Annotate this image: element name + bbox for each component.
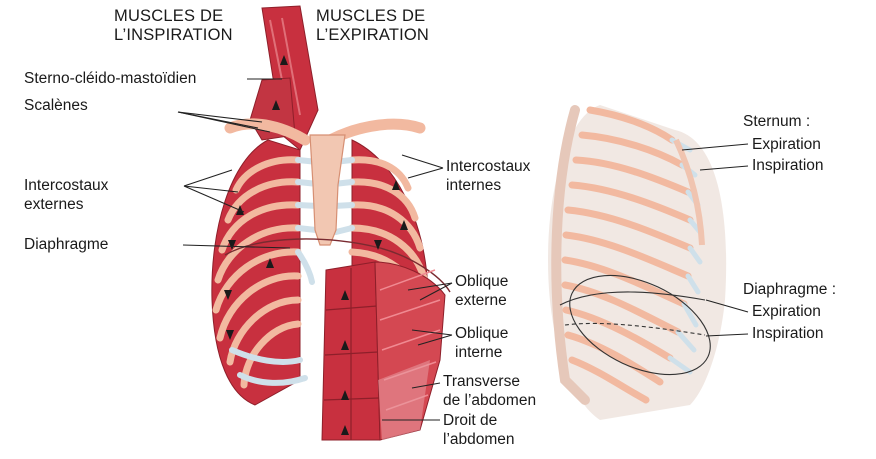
lateral-ribcage	[548, 105, 726, 420]
label-oblique-externe: Oblique externe	[455, 272, 508, 310]
label-diaphragme-title: Diaphragme :	[743, 280, 836, 299]
label-transverse-abdomen-line1: Transverse	[443, 372, 536, 391]
label-diaphragme-inspiration: Inspiration	[752, 324, 824, 343]
label-diaphragme: Diaphragme	[24, 235, 108, 254]
label-sternum-expiration: Expiration	[752, 135, 821, 154]
header-inspiration-line1: MUSCLES DE	[114, 7, 233, 26]
header-inspiration: MUSCLES DE L’INSPIRATION	[114, 7, 233, 45]
label-oblique-interne-line1: Oblique	[455, 324, 508, 343]
label-droit-abdomen: Droit de l’abdomen	[443, 411, 515, 449]
label-sternum-inspiration: Inspiration	[752, 156, 824, 175]
label-oblique-externe-line2: externe	[455, 291, 508, 310]
label-droit-abdomen-line2: l’abdomen	[443, 430, 515, 449]
label-diaphragme-expiration: Expiration	[752, 302, 821, 321]
label-droit-abdomen-line1: Droit de	[443, 411, 515, 430]
label-transverse-abdomen-line2: de l’abdomen	[443, 391, 536, 410]
front-thorax	[212, 6, 450, 440]
header-expiration: MUSCLES DE L’EXPIRATION	[316, 7, 429, 45]
label-transverse-abdomen: Transverse de l’abdomen	[443, 372, 536, 410]
label-intercostaux-externes-line2: externes	[24, 195, 108, 214]
label-oblique-interne-line2: interne	[455, 343, 508, 362]
label-oblique-externe-line1: Oblique	[455, 272, 508, 291]
label-sternum-title: Sternum :	[743, 112, 810, 131]
header-expiration-line1: MUSCLES DE	[316, 7, 429, 26]
label-oblique-interne: Oblique interne	[455, 324, 508, 362]
left-ribcage	[212, 140, 300, 405]
label-intercostaux-externes-line1: Intercostaux	[24, 176, 108, 195]
label-intercostaux-externes: Intercostaux externes	[24, 176, 108, 214]
label-intercostaux-internes-line2: internes	[446, 176, 530, 195]
label-sterno-cleido-mastoidien: Sterno-cléido-mastoïdien	[24, 69, 196, 88]
header-inspiration-line2: L’INSPIRATION	[114, 26, 233, 45]
label-intercostaux-internes-line1: Intercostaux	[446, 157, 530, 176]
label-intercostaux-internes: Intercostaux internes	[446, 157, 530, 195]
header-expiration-line2: L’EXPIRATION	[316, 26, 429, 45]
label-scalenes: Scalènes	[24, 96, 88, 115]
